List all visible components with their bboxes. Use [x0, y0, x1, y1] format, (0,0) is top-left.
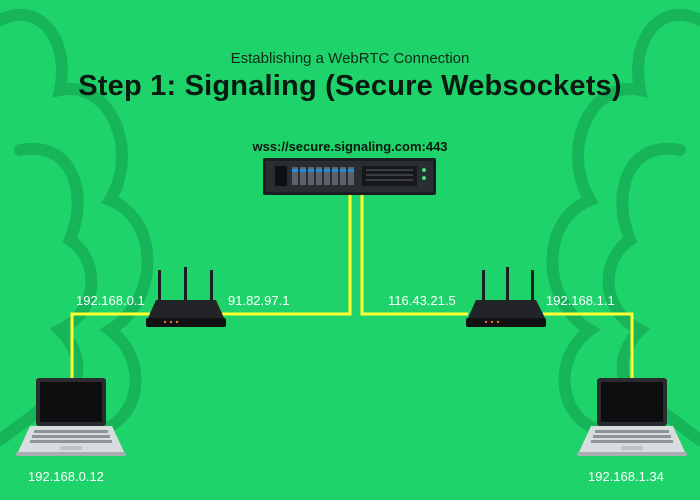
connections — [70, 195, 634, 380]
link-right-router-laptop — [543, 312, 634, 380]
right-cloud-outline — [546, 8, 700, 436]
right-laptop-ip: 192.168.1.34 — [588, 469, 664, 484]
right-router-lan-ip: 192.168.1.1 — [546, 293, 615, 308]
diagram-title: Step 1: Signaling (Secure Websockets) — [78, 70, 622, 102]
server-url-label: wss://secure.signaling.com:443 — [252, 139, 448, 154]
left-router-lan-ip: 192.168.0.1 — [76, 293, 145, 308]
link-left-laptop-router — [70, 312, 150, 380]
right-router-icon — [466, 267, 546, 327]
right-router-wan-ip: 116.43.21.5 — [388, 293, 456, 308]
diagram-subtitle: Establishing a WebRTC Connection — [230, 50, 470, 67]
left-router-icon — [146, 267, 226, 327]
link-server-right-router — [360, 195, 468, 316]
left-laptop-icon — [16, 378, 126, 456]
right-laptop-icon — [577, 378, 687, 456]
left-laptop-ip: 192.168.0.12 — [28, 469, 104, 484]
link-left-router-server — [222, 195, 352, 316]
left-cloud-outline — [0, 8, 154, 436]
server-icon — [263, 158, 436, 195]
left-router-wan-ip: 91.82.97.1 — [228, 293, 290, 308]
